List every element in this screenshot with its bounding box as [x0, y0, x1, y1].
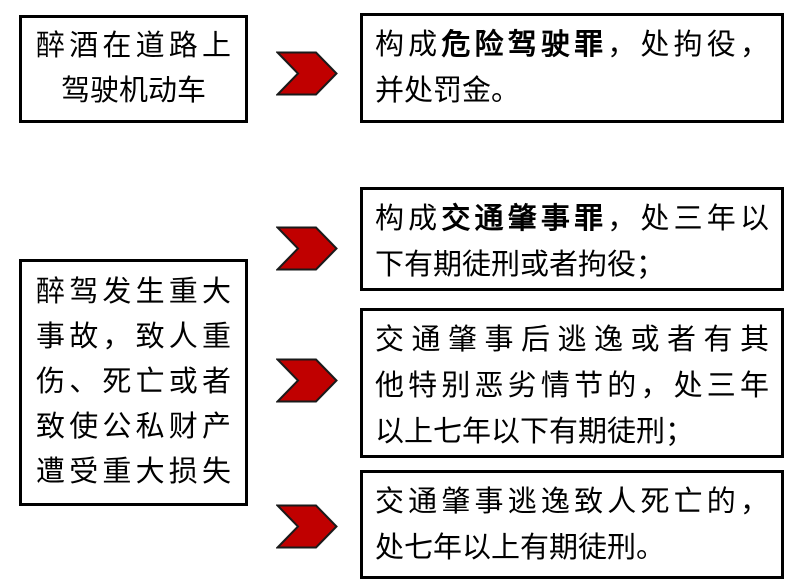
flow-arrow	[276, 51, 338, 96]
result-line: 交通肇事后逃逸或者有其	[375, 324, 769, 356]
result-line: 处七年以上有期徒刑。	[375, 532, 666, 564]
chevron-shape	[276, 226, 338, 271]
cause-line: 事故，致人重	[36, 321, 231, 353]
chevron-shape	[276, 504, 338, 549]
result-line: 并处罚金。	[375, 75, 521, 107]
result-text-prefix: 构成	[375, 29, 442, 61]
flow-arrow	[276, 358, 338, 403]
cause-box-drunk-driving: 醉酒在道路上 驾驶机动车	[19, 15, 248, 123]
cause-line: 醉驾发生重大	[36, 276, 231, 308]
cause-line: 驾驶机动车	[60, 75, 206, 107]
result-line: 下有期徒刑或者拘役；	[375, 249, 666, 281]
cause-line: 醉酒在道路上	[36, 30, 231, 62]
result-box-traffic-accident-crime: 构成交通肇事罪，处三年以 下有期徒刑或者拘役；	[360, 187, 784, 291]
result-text-suffix: ，处三年以	[607, 203, 769, 235]
chevron-right-icon	[276, 504, 338, 549]
result-box-dangerous-driving: 构成危险驾驶罪，处拘役， 并处罚金。	[360, 13, 784, 123]
flow-arrow	[276, 504, 338, 549]
chevron-right-icon	[276, 51, 338, 96]
crime-name: 交通肇事罪	[441, 203, 608, 235]
crime-name: 危险驾驶罪	[441, 29, 608, 61]
chevron-shape	[276, 358, 338, 403]
result-line: 构成交通肇事罪，处三年以	[375, 196, 769, 242]
result-line: 交通肇事逃逸致人死亡的，	[375, 486, 769, 518]
result-box-hit-and-run-death: 交通肇事逃逸致人死亡的， 处七年以上有期徒刑。	[360, 470, 784, 579]
result-text-prefix: 构成	[375, 203, 442, 235]
chevron-right-icon	[276, 226, 338, 271]
cause-line: 致使公私财产	[36, 411, 231, 443]
result-box-hit-and-run: 交通肇事后逃逸或者有其 他特别恶劣情节的，处三年 以上七年以下有期徒刑；	[360, 308, 784, 458]
cause-box-major-accident: 醉驾发生重大 事故，致人重 伤、死亡或者 致使公私财产 遭受重大损失	[19, 259, 248, 506]
cause-line: 伤、死亡或者	[36, 366, 231, 398]
result-line: 他特别恶劣情节的，处三年	[375, 370, 769, 402]
result-text-suffix: ，处拘役，	[607, 29, 769, 61]
cause-line: 遭受重大损失	[36, 456, 231, 488]
result-line: 以上七年以下有期徒刑；	[375, 416, 695, 448]
chevron-shape	[276, 51, 338, 96]
chevron-right-icon	[276, 358, 338, 403]
flow-arrow	[276, 226, 338, 271]
result-line: 构成危险驾驶罪，处拘役，	[375, 22, 769, 68]
